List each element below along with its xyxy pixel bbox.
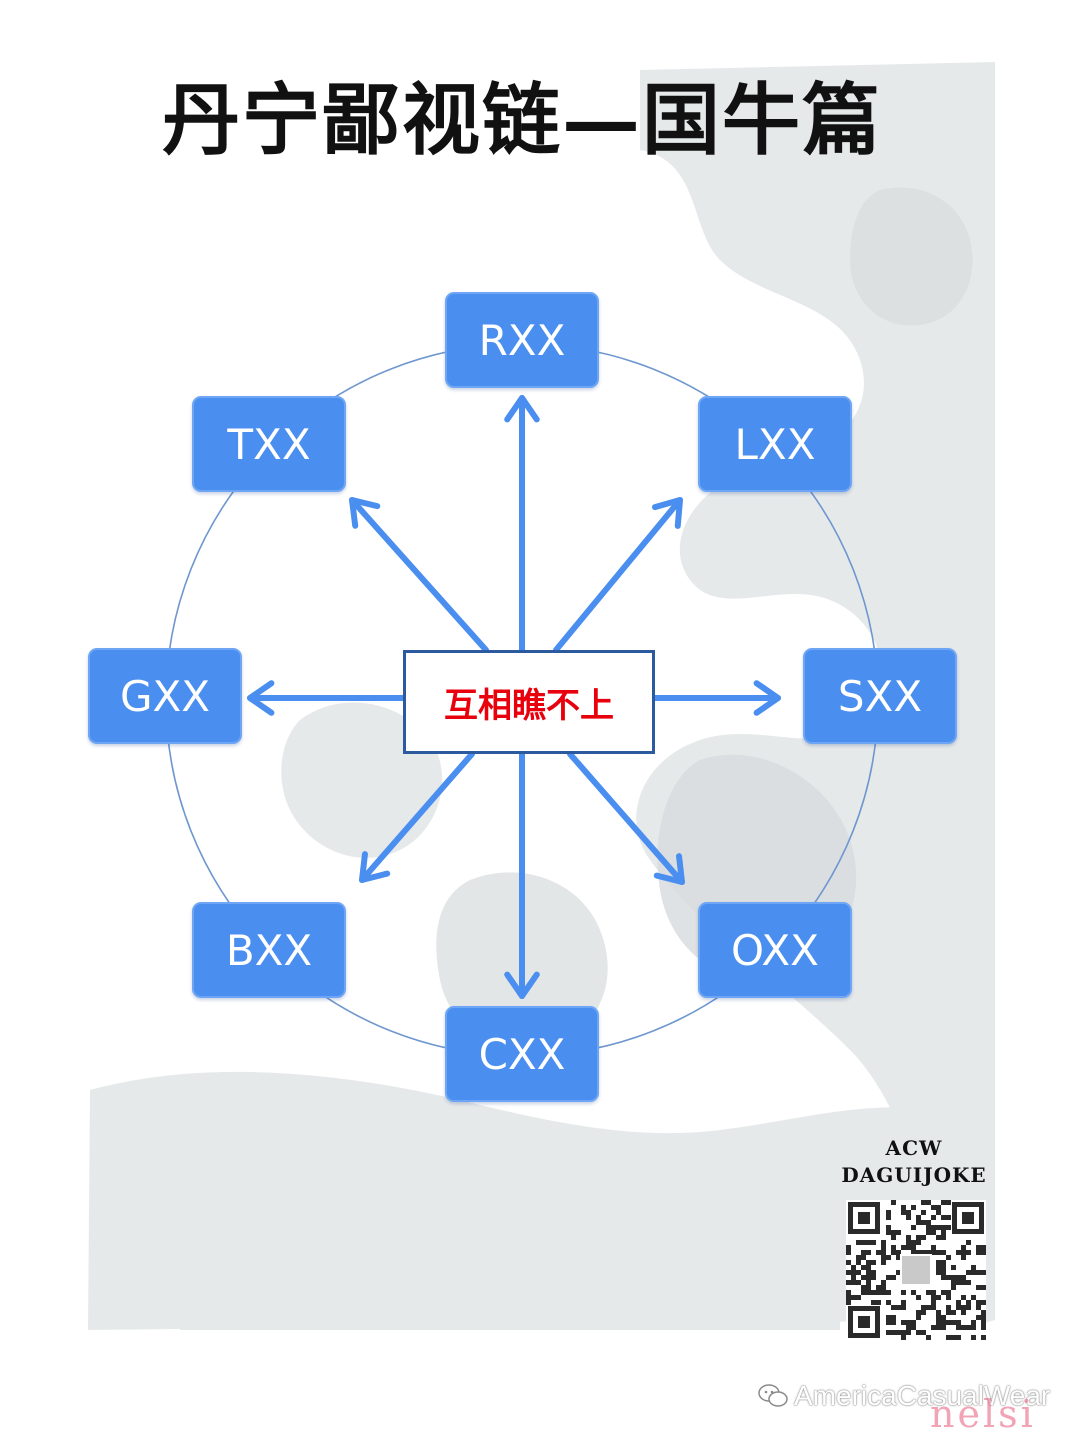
source-watermark: AmericaCasualWear [758,1380,1050,1412]
arrow-to-oxx [567,751,685,885]
arrow-to-cxx [504,751,540,999]
watermark-text: AmericaCasualWear [794,1380,1051,1411]
node-txx: TXX [192,396,346,492]
arrow-to-txx [349,497,489,653]
arrow-to-rxx [504,395,540,653]
node-lxx: LXX [698,396,852,492]
wechat-icon [758,1384,788,1407]
arrow-to-gxx [247,680,406,716]
node-sxx: SXX [803,648,957,744]
page-title: 丹宁鄙视链—国牛篇 [161,75,882,166]
node-rxx: RXX [445,292,599,388]
brand-line-2: DAGUIJOKE [841,1163,987,1187]
node-cxx: CXX [445,1006,599,1102]
corner-tag: nelsi [930,1392,1036,1436]
node-bxx: BXX [192,902,346,998]
arrow-to-lxx [553,497,683,653]
node-oxx: OXX [698,902,852,998]
center-label: 互相瞧不上 [403,650,655,754]
qr-code [846,1200,986,1340]
arrow-to-sxx [652,680,781,716]
node-gxx: GXX [88,648,242,744]
brand-line-1: ACW [885,1136,943,1160]
arrow-to-bxx [359,751,475,883]
